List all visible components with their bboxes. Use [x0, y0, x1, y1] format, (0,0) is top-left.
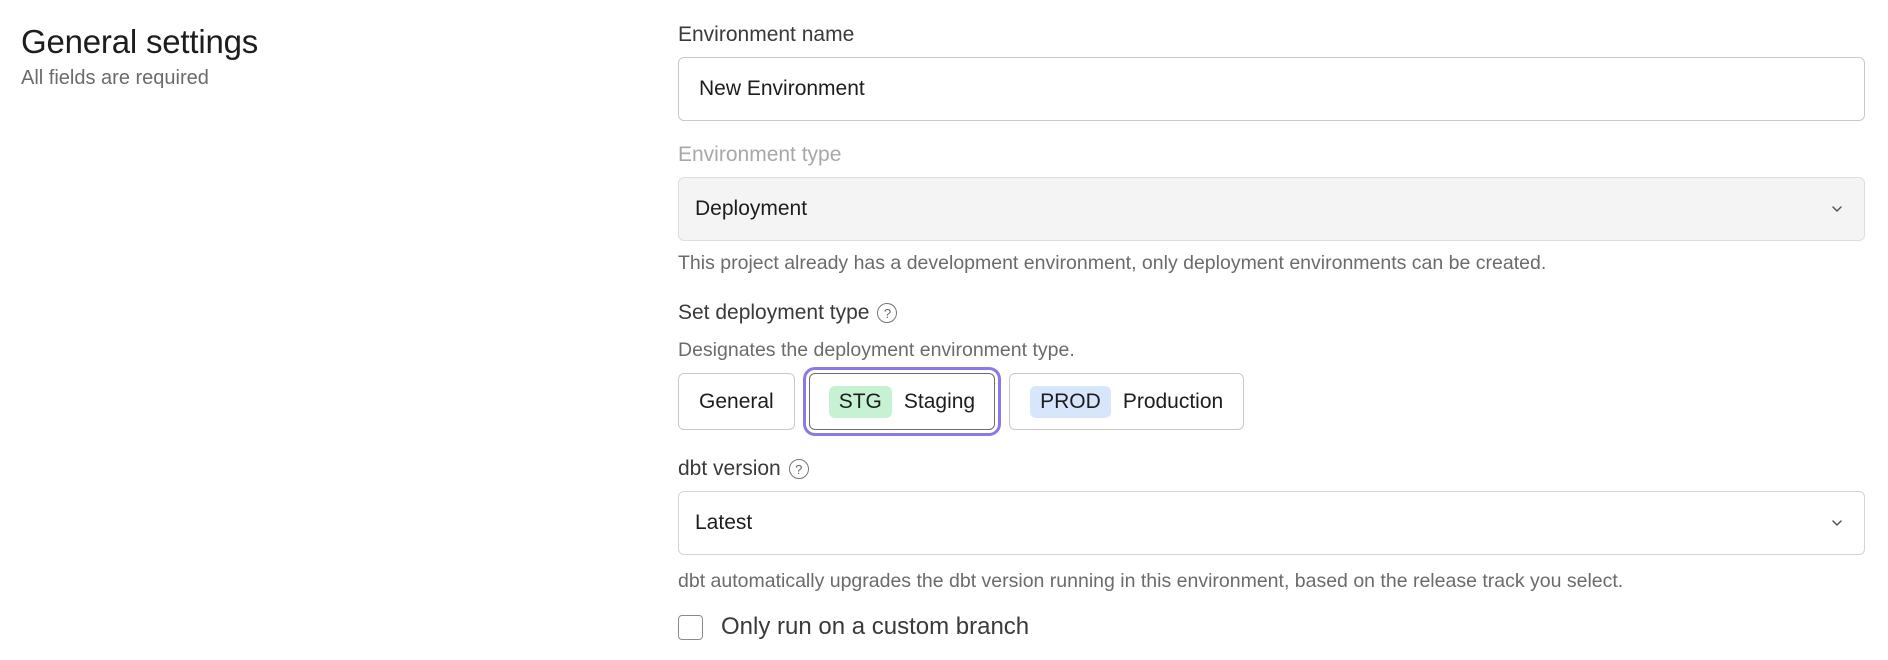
environment-type-field: Environment type Deployment This project… — [678, 142, 1866, 275]
dbt-version-label-row: dbt version ? — [678, 456, 1866, 482]
environment-name-field: Environment name — [678, 22, 1866, 121]
deployment-type-options: General STG Staging PROD Production — [678, 373, 1866, 430]
question-circle-icon[interactable]: ? — [788, 459, 809, 479]
chevron-down-icon — [1832, 520, 1842, 526]
dbt-version-value: Latest — [695, 511, 753, 534]
custom-branch-checkbox[interactable] — [678, 614, 703, 640]
option-label: General — [699, 389, 774, 413]
environment-type-value: Deployment — [695, 197, 808, 220]
dbt-version-select[interactable]: Latest — [678, 491, 1865, 555]
custom-branch-label: Only run on a custom branch — [721, 613, 1030, 640]
section-title: General settings — [21, 23, 259, 60]
deployment-type-label-row: Set deployment type ? — [678, 300, 1866, 326]
custom-branch-row: Only run on a custom branch — [678, 613, 1866, 641]
deployment-option-general[interactable]: General — [678, 373, 795, 430]
environment-name-input[interactable] — [678, 57, 1865, 121]
prod-badge: PROD — [1030, 385, 1111, 418]
dbt-version-help: dbt automatically upgrades the dbt versi… — [678, 570, 1624, 592]
chevron-down-icon — [1832, 206, 1842, 212]
settings-form: Environment name Environment type Deploy… — [678, 22, 1866, 641]
option-label: Staging — [903, 389, 976, 413]
dbt-version-field: dbt version ? Latest dbt automatically u… — [678, 456, 1866, 593]
section-header: General settings All fields are required — [21, 22, 258, 90]
environment-type-select[interactable]: Deployment — [678, 177, 1865, 241]
question-circle-icon[interactable]: ? — [877, 303, 898, 323]
deployment-option-staging[interactable]: STG Staging — [808, 373, 996, 430]
stg-badge: STG — [828, 385, 892, 418]
deployment-type-label: Set deployment type — [678, 301, 870, 324]
environment-name-label: Environment name — [678, 23, 855, 46]
deployment-type-field: Set deployment type ? Designates the dep… — [678, 300, 1866, 430]
deployment-option-production[interactable]: PROD Production — [1009, 373, 1245, 430]
section-subtitle: All fields are required — [21, 67, 209, 89]
option-label: Production — [1122, 389, 1224, 413]
dbt-version-label: dbt version — [678, 457, 781, 480]
environment-type-label: Environment type — [678, 143, 842, 166]
environment-type-help: This project already has a development e… — [678, 252, 1547, 274]
deployment-type-help: Designates the deployment environment ty… — [678, 339, 1075, 361]
